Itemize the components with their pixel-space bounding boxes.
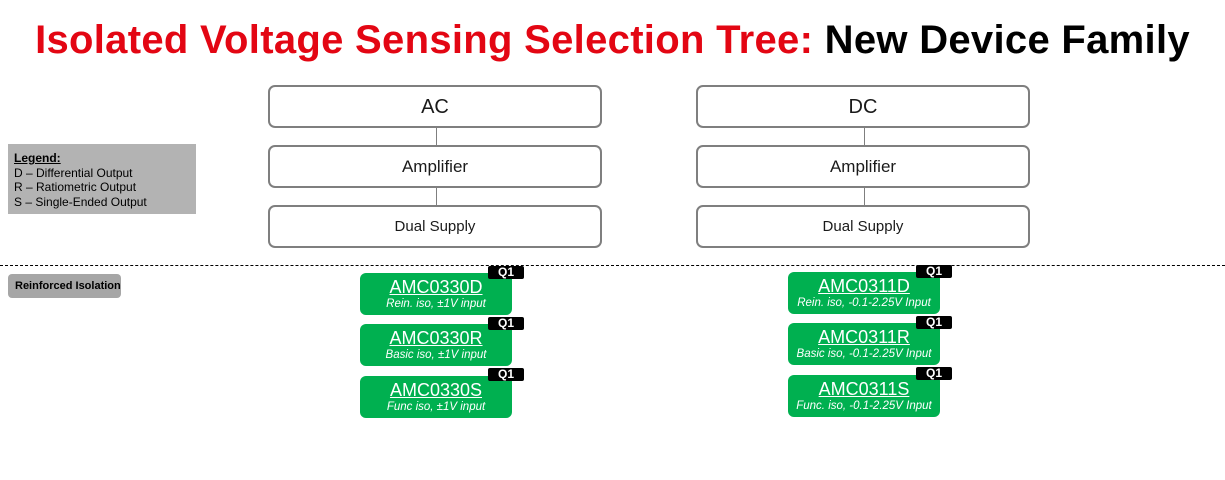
ac-amplifier-node[interactable]: Amplifier: [268, 145, 602, 188]
quarter-badge: Q1: [488, 266, 524, 279]
device-card-amc0311d[interactable]: AMC0311D Rein. iso, -0.1-2.25V Input: [788, 272, 940, 314]
dc-root-node[interactable]: DC: [696, 85, 1030, 128]
device-card-amc0311r[interactable]: AMC0311R Basic iso, -0.1-2.25V Input: [788, 323, 940, 365]
page-title: Isolated Voltage Sensing Selection Tree:…: [0, 18, 1225, 63]
ac-dual-supply-node[interactable]: Dual Supply: [268, 205, 602, 248]
isolation-divider: [0, 265, 1225, 266]
quarter-badge: Q1: [488, 317, 524, 330]
ac-connector-2: [436, 188, 437, 205]
device-card-amc0330d[interactable]: AMC0330D Rein. iso, ±1V input: [360, 273, 512, 315]
dc-connector-1: [864, 128, 865, 145]
quarter-badge: Q1: [488, 368, 524, 381]
title-subject: New Device Family: [824, 18, 1190, 62]
legend-item-single-ended: S – Single-Ended Output: [14, 194, 147, 209]
device-card-amc0330s[interactable]: AMC0330S Func iso, ±1V input: [360, 376, 512, 418]
dc-dual-supply-node[interactable]: Dual Supply: [696, 205, 1030, 248]
legend-item-differential: D – Differential Output: [14, 165, 133, 180]
device-part-link[interactable]: AMC0311R: [818, 327, 910, 347]
device-description: Rein. iso, ±1V input: [386, 298, 486, 310]
device-card-amc0330r[interactable]: AMC0330R Basic iso, ±1V input: [360, 324, 512, 366]
quarter-badge: Q1: [916, 265, 952, 278]
device-part-link[interactable]: AMC0311S: [818, 379, 910, 399]
device-part-link[interactable]: AMC0311D: [818, 276, 910, 296]
quarter-badge: Q1: [916, 367, 952, 380]
device-card-amc0311s[interactable]: AMC0311S Func. iso, -0.1-2.25V Input: [788, 375, 940, 417]
device-part-link[interactable]: AMC0330R: [389, 328, 483, 348]
ac-root-node[interactable]: AC: [268, 85, 602, 128]
legend-item-ratiometric: R – Ratiometric Output: [14, 180, 137, 194]
dc-amplifier-node[interactable]: Amplifier: [696, 145, 1030, 188]
device-description: Func. iso, -0.1-2.25V Input: [796, 400, 932, 412]
quarter-badge: Q1: [916, 316, 952, 329]
device-part-link[interactable]: AMC0330D: [389, 277, 483, 297]
reinforced-isolation-tag: Reinforced Isolation: [8, 274, 121, 298]
device-part-link[interactable]: AMC0330S: [389, 380, 483, 400]
ac-connector-1: [436, 128, 437, 145]
device-description: Basic iso, -0.1-2.25V Input: [796, 348, 932, 360]
device-description: Basic iso, ±1V input: [385, 349, 487, 361]
title-highlight: Isolated Voltage Sensing Selection Tree:: [35, 18, 814, 62]
dc-connector-2: [864, 188, 865, 205]
device-description: Rein. iso, -0.1-2.25V Input: [797, 297, 931, 309]
legend-heading: Legend:: [14, 151, 61, 165]
device-description: Func iso, ±1V input: [386, 401, 486, 413]
legend-box: Legend: D – Differential Output R – Rati…: [8, 144, 196, 214]
